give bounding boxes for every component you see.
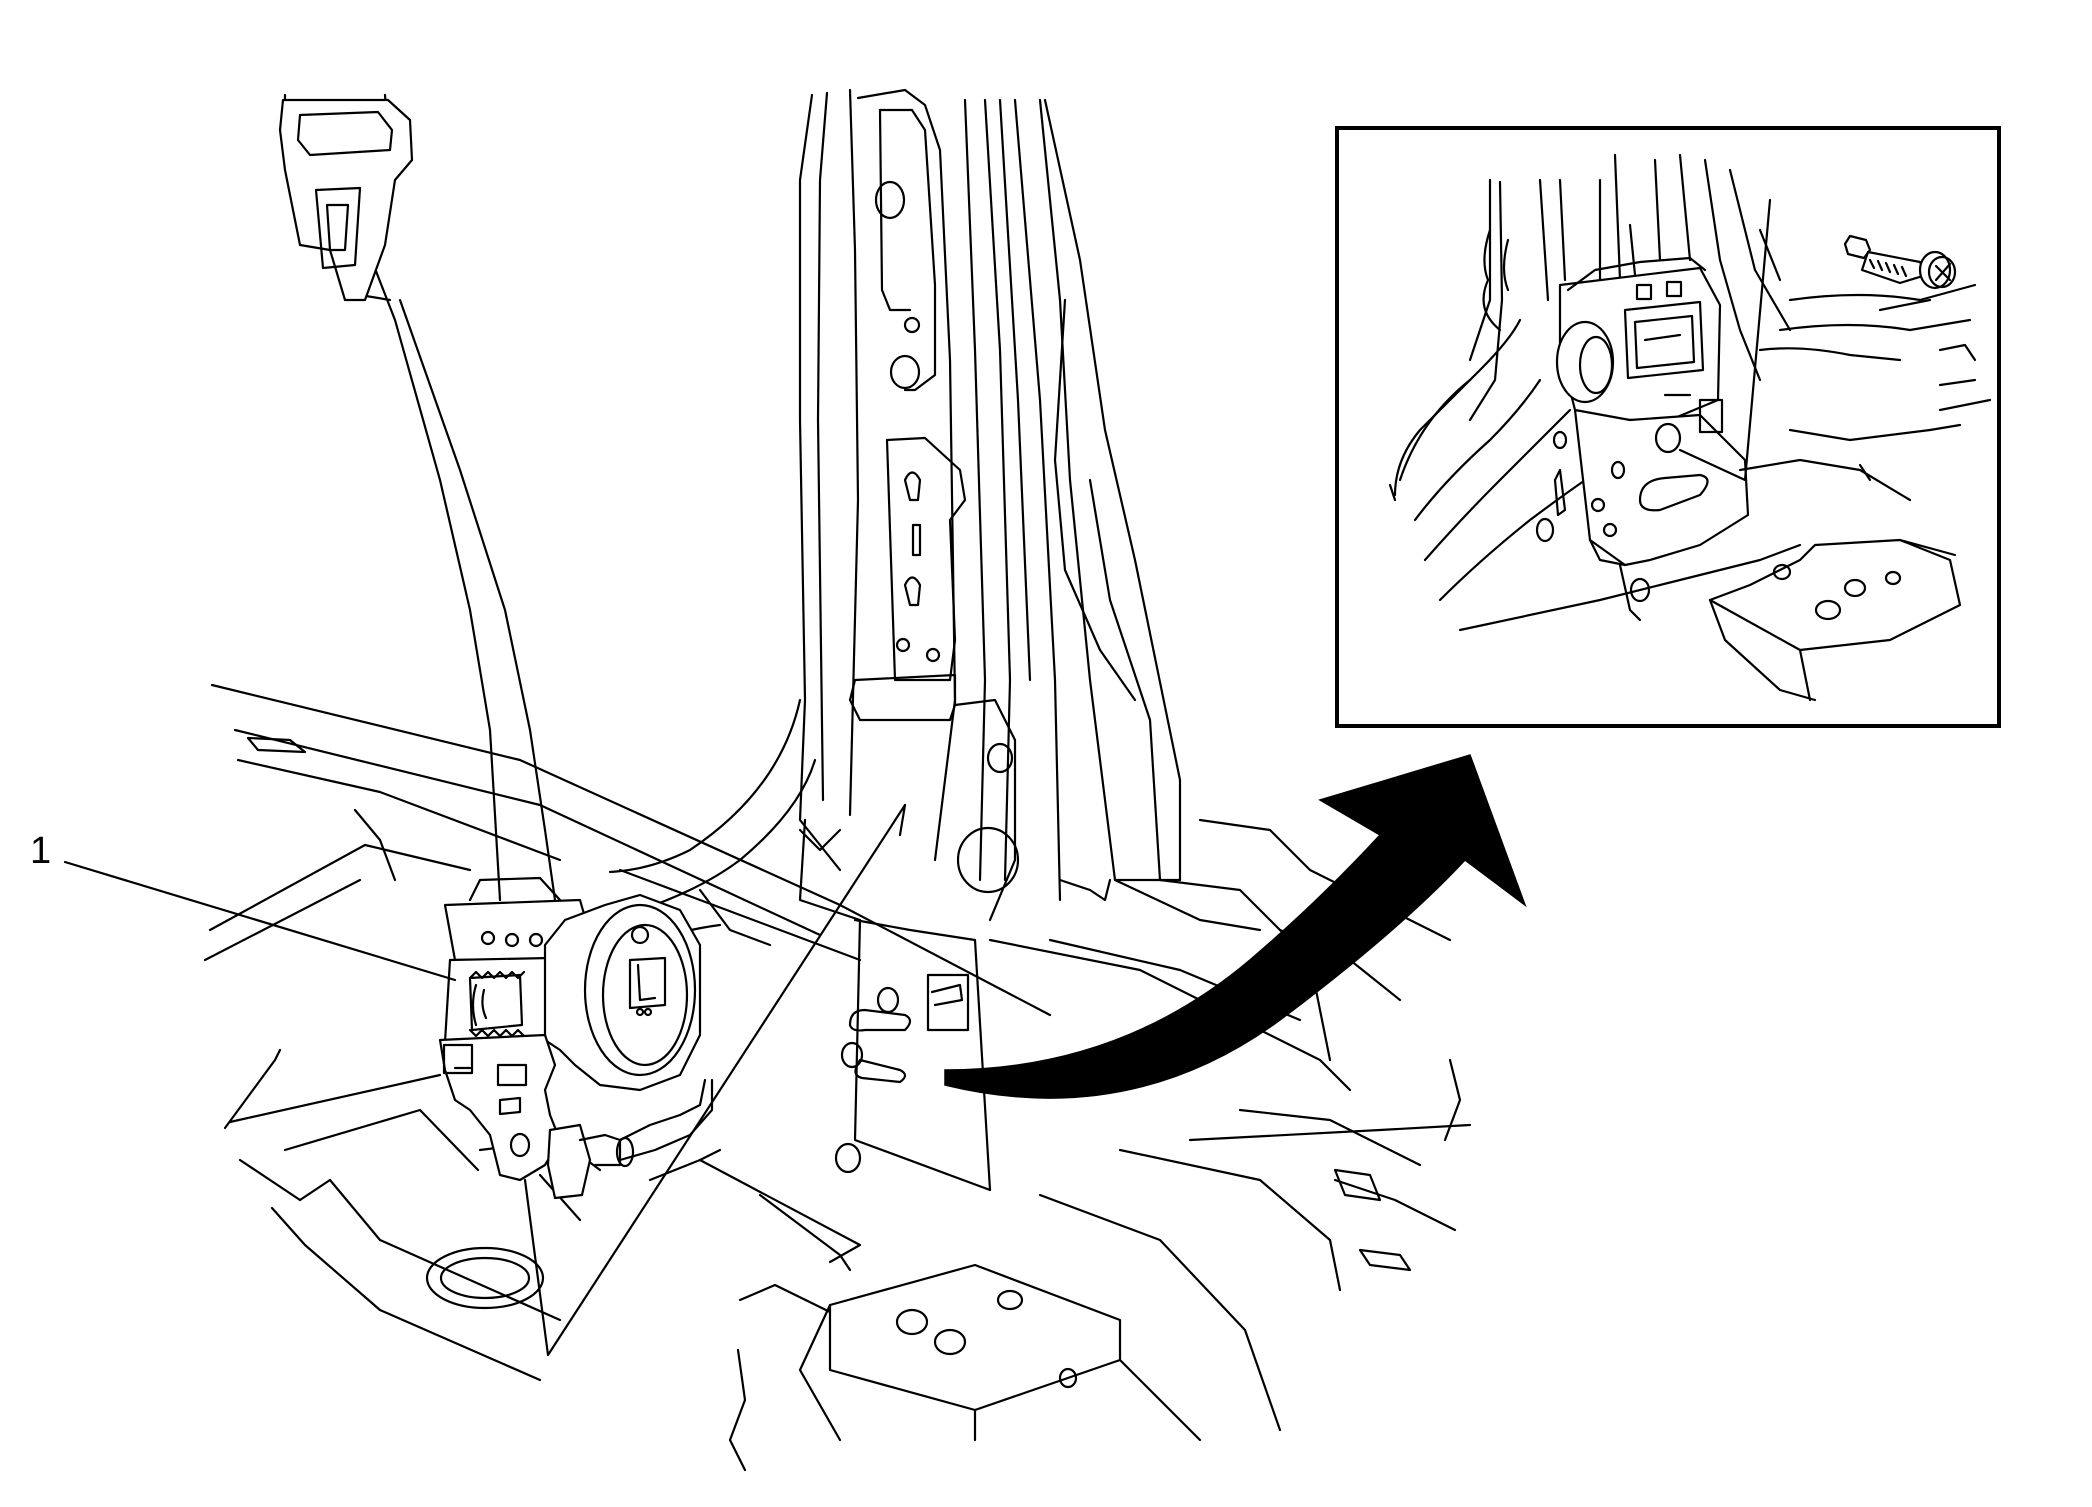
bolt-icon (1843, 234, 1957, 290)
seat-belt-webbing (278, 93, 557, 902)
callout-label-1: 1 (30, 830, 52, 872)
seat-belt-retractor (438, 876, 714, 1200)
detail-inset (1335, 126, 2001, 728)
leader-lines (63, 803, 907, 1357)
arrow-icon (944, 754, 1527, 1099)
floor-pan (203, 683, 1472, 1472)
b-pillar (608, 88, 1452, 1192)
